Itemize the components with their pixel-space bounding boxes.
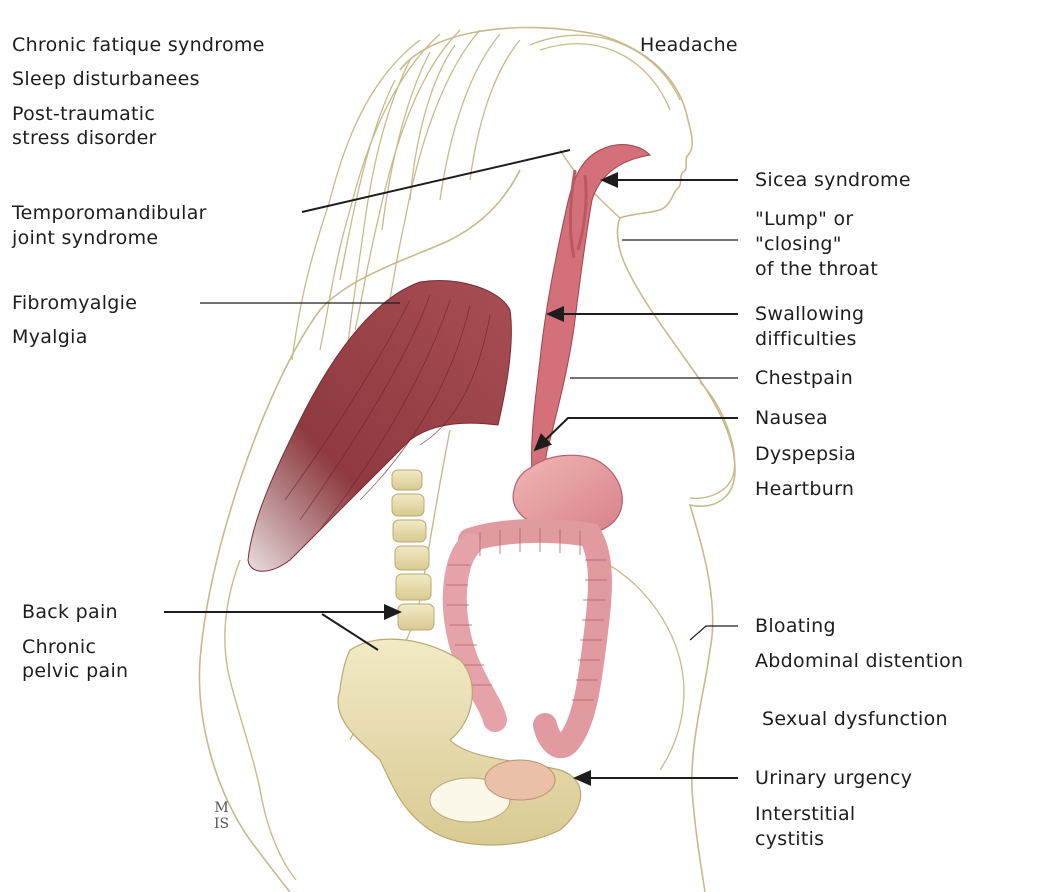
label-sicca-syndrome: Sicea syndrome: [755, 167, 911, 193]
label-sexual-dysfunction: Sexual dysfunction: [762, 706, 948, 732]
label-nausea: Nausea: [755, 405, 828, 431]
belly-outline: [600, 560, 684, 770]
label-swallowing-line1: Swallowing: [755, 301, 864, 327]
label-chronic-fatigue: Chronic fatique syndrome: [12, 32, 265, 58]
label-fibromyalgia: Fibromyalgie: [12, 290, 137, 316]
label-cystitis-line2: cystitis: [755, 826, 824, 852]
label-pelvic-line2: pelvic pain: [22, 658, 128, 684]
label-tmj-line1: Temporomandibular: [12, 200, 207, 226]
label-cystitis-line1: Interstitial: [755, 801, 855, 827]
label-heartburn: Heartburn: [755, 476, 854, 502]
label-abdominal-distention: Abdominal distention: [755, 648, 963, 674]
label-ptsd-line1: Post-traumatic: [12, 101, 155, 127]
label-lump-line3: of the throat: [755, 256, 878, 282]
label-tmj-line2: joint syndrome: [12, 225, 158, 251]
label-sleep-disturbances: Sleep disturbanees: [12, 66, 200, 92]
esophagus: [532, 145, 650, 470]
illustrator-signature: M IS: [214, 800, 229, 832]
label-dyspepsia: Dyspepsia: [755, 441, 856, 467]
label-chestpain: Chestpain: [755, 365, 853, 391]
label-back-pain: Back pain: [22, 599, 118, 625]
arm-outline: [225, 560, 296, 880]
label-ptsd-line2: stress disorder: [12, 125, 157, 151]
label-bloating: Bloating: [755, 613, 836, 639]
label-urinary-urgency: Urinary urgency: [755, 765, 912, 791]
label-swallowing-line2: difficulties: [755, 326, 857, 352]
label-pelvic-line1: Chronic: [22, 634, 96, 660]
torso-front-outline: [624, 262, 735, 892]
label-lump-line1: "Lump" or: [755, 206, 854, 232]
spine: [392, 470, 434, 630]
bladder: [485, 760, 555, 800]
label-myalgia: Myalgia: [12, 324, 88, 350]
label-headache: Headache: [640, 32, 738, 58]
label-lump-line2: "closing": [755, 231, 842, 257]
